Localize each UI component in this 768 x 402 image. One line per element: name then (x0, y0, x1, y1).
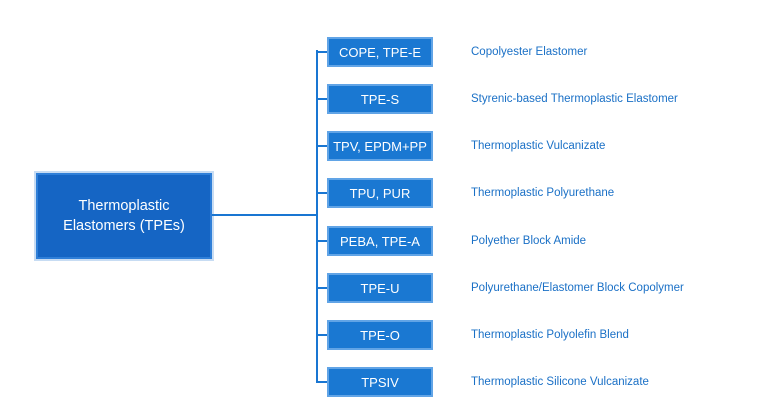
branch-description: Thermoplastic Silicone Vulcanizate (471, 376, 649, 388)
branch-abbreviation-box: TPU, PUR (327, 178, 433, 208)
branch-description: Styrenic-based Thermoplastic Elastomer (471, 93, 678, 105)
branch-abbreviation-box: COPE, TPE-E (327, 37, 433, 67)
root-node: Thermoplastic Elastomers (TPEs) (34, 171, 214, 261)
branch-connector (316, 98, 327, 100)
branch-connector (316, 287, 327, 289)
branch-abbreviation-box: PEBA, TPE-A (327, 226, 433, 256)
root-label-line2: Elastomers (TPEs) (63, 218, 185, 234)
branch-abbreviation-box: TPV, EPDM+PP (327, 131, 433, 161)
branch-connector (316, 192, 327, 194)
branch-description: Copolyester Elastomer (471, 46, 588, 58)
branch-description: Thermoplastic Polyurethane (471, 187, 615, 199)
branch-abbreviation-box: TPSIV (327, 367, 433, 397)
branch-description: Thermoplastic Vulcanizate (471, 140, 606, 152)
branch-abbreviation-box: TPE-O (327, 320, 433, 350)
branch-abbreviation-box: TPE-S (327, 84, 433, 114)
branch-connector (316, 145, 327, 147)
branch-connector (316, 51, 327, 53)
branch-connector (316, 240, 327, 242)
branch-connector (316, 381, 327, 383)
branch-description: Polyurethane/Elastomer Block Copolymer (471, 282, 684, 294)
branch-abbreviation-box: TPE-U (327, 273, 433, 303)
trunk-line (316, 50, 318, 383)
root-connector (212, 214, 316, 216)
branch-description: Polyether Block Amide (471, 235, 587, 247)
branch-description: Thermoplastic Polyolefin Blend (471, 329, 629, 341)
root-label-line1: Thermoplastic (78, 198, 170, 214)
branch-connector (316, 334, 327, 336)
